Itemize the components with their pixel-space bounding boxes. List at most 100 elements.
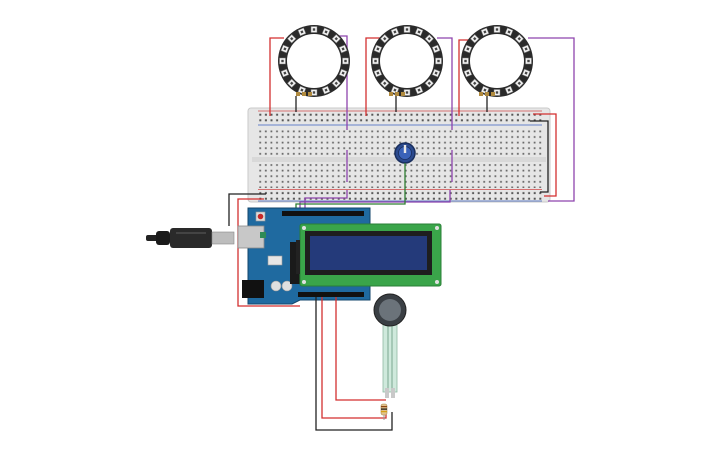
neopixel-led-die [437,59,440,63]
neopixel-ring-center [287,34,341,88]
power-rail-top-2 [258,119,542,123]
neopixel-led-die [374,59,377,63]
lcd-screen [310,236,427,270]
neopixel-led-die [376,71,380,75]
neopixel-led-die [283,47,287,51]
resistor-band-2 [381,408,387,410]
force-sensor-pin-2 [391,388,395,398]
sensor-wires [315,297,393,431]
ring-wires [269,35,575,202]
neopixel-led-die [495,91,499,94]
usb-cable[interactable] [146,228,235,248]
neopixel-ring-3[interactable] [461,25,533,97]
neopixel-led-die [405,91,409,94]
5v-to-arduino-wire [237,198,300,307]
neopixel-led-die [376,47,380,51]
power-led [260,232,266,238]
force-sensor[interactable] [373,293,407,398]
neopixel-ring-pad [401,92,405,96]
neopixel-led-die [524,71,528,75]
ring3-data-wire [528,37,575,202]
power-rail-bottom-1 [258,191,542,195]
power-rail-bottom-2 [258,196,542,200]
neopixel-led-die [341,71,345,75]
neopixel-ring-pad [308,92,312,96]
neopixel-led-die [405,28,409,31]
lcd-mount-hole-bl [302,280,306,284]
lcd-mount-hole-tl [302,226,306,230]
neopixel-led-die [473,81,477,85]
neopixel-led-die [344,59,347,63]
power-rail-top-1 [258,113,542,117]
force-sensor-tail [382,317,398,393]
ring2-power-wire [365,37,380,116]
dc-barrel-jack [242,280,264,298]
neopixel-led-die [434,47,438,51]
resistor[interactable] [380,403,388,420]
ring1-power-wire [269,37,284,116]
resistor-band-1 [381,406,387,408]
ring3-power-wire [458,39,472,116]
neopixel-ring-pad [485,92,489,96]
neopixel-led-die [383,81,387,85]
neopixel-led-die [495,28,499,31]
capacitor-2 [281,280,293,292]
reset-button-cap [257,213,264,220]
neopixel-led-die [517,81,521,85]
neopixel-led-die [466,71,470,75]
potentiometer-knob-indicator [403,145,407,153]
terminal-strip-bottom [258,164,542,188]
neopixel-led-die [281,59,284,63]
neopixel-led-die [466,47,470,51]
neopixel-ring-pad [491,92,495,96]
sensor-power-wire [335,297,386,401]
neopixel-ring-center [380,34,434,88]
neopixel-ring-1[interactable] [278,25,350,97]
analog-power-header [298,292,364,297]
neopixel-led-die [527,59,530,63]
neopixel-led-die [341,47,345,51]
sensor-analog-wire [321,297,387,419]
lcd-mount-hole-tr [435,226,439,230]
capacitor-1 [270,280,282,292]
sensor-ground-wire [315,297,393,431]
potentiometer[interactable] [394,142,416,164]
lcd-16x2[interactable] [296,223,442,287]
gnd-to-arduino-wire [228,193,266,226]
neopixel-ring-pad [479,92,483,96]
neopixel-led-die [434,71,438,75]
neopixel-ring-2[interactable] [371,25,443,97]
ring2-data-wire [437,37,453,130]
neopixel-led-die [393,88,397,92]
neopixel-led-die [393,30,397,34]
neopixel-ring-pad [302,92,306,96]
rail-jumper-red [533,113,557,197]
neopixel-ring-center [470,34,524,88]
neopixel-ring-pad [389,92,393,96]
neopixel-ring-pad [395,92,399,96]
neopixel-led-die [312,91,316,94]
neopixel-led-die [383,37,387,41]
neopixel-led-die [417,30,421,34]
neopixel-led-die [427,37,431,41]
crystal [267,255,283,266]
neopixel-led-die [507,88,511,92]
neopixel-led-die [464,59,467,63]
neopixel-ring-pad [296,92,300,96]
neopixel-led-die [517,37,521,41]
usb-plug-metal [211,231,235,245]
neopixel-led-die [283,71,287,75]
neopixel-led-die [324,30,328,34]
neopixel-led-die [483,88,487,92]
rail-jumper-black [530,120,549,193]
neopixel-led-die [312,28,316,31]
neopixel-led-die [300,30,304,34]
lcd-mount-hole-br [435,280,439,284]
neopixel-led-die [324,88,328,92]
neopixel-led-die [290,81,294,85]
force-sensor-pin-1 [385,388,389,398]
neopixel-led-die [334,37,338,41]
neopixel-led-die [290,37,294,41]
resistor-band-3 [381,411,387,413]
